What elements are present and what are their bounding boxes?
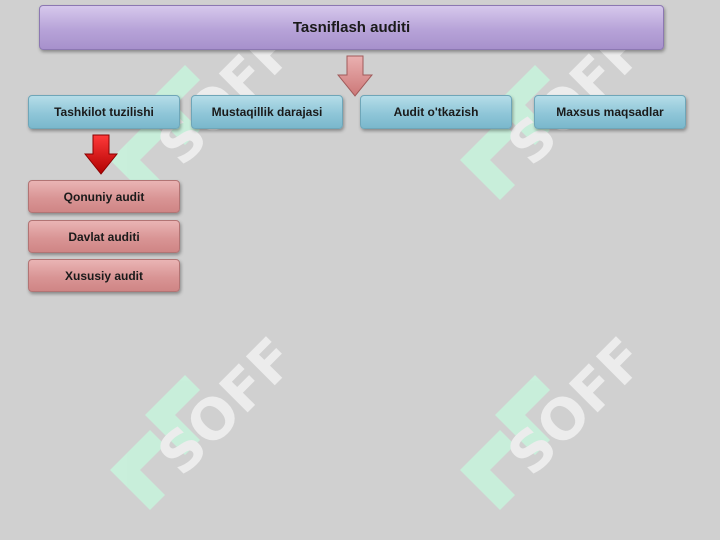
sub-item-label: Xususiy audit (64, 268, 144, 283)
sub-down-arrow-icon (84, 134, 118, 175)
watermark-logo: SOFF (110, 326, 290, 510)
watermark-logo: SOFF (460, 326, 640, 510)
sub-item-label: Qonuniy audit (63, 189, 145, 204)
watermark-text: SOFF (146, 326, 290, 488)
sub-item-qonuniy-audit: Qonuniy audit (28, 180, 180, 213)
category-label: Mustaqillik darajasi (211, 105, 323, 119)
title-label: Tasniflash auditi (292, 19, 411, 36)
sub-item-xususiy-audit: Xususiy audit (28, 259, 180, 292)
category-box-mustaqillik-darajasi: Mustaqillik darajasi (191, 95, 343, 129)
watermark-text: SOFF (496, 326, 640, 488)
title-box: Tasniflash auditi (39, 5, 664, 50)
category-label: Maxsus maqsadlar (556, 105, 664, 119)
title-down-arrow-icon (337, 55, 373, 97)
category-box-maxsus-maqsadlar: Maxsus maqsadlar (534, 95, 686, 129)
sub-item-label: Davlat auditi (68, 229, 140, 244)
category-label: Audit o'tkazish (393, 105, 479, 119)
category-box-tashkilot-tuzilishi: Tashkilot tuzilishi (28, 95, 180, 129)
sub-item-davlat-auditi: Davlat auditi (28, 220, 180, 253)
category-box-audit-otkazish: Audit o'tkazish (360, 95, 512, 129)
category-label: Tashkilot tuzilishi (54, 105, 154, 119)
